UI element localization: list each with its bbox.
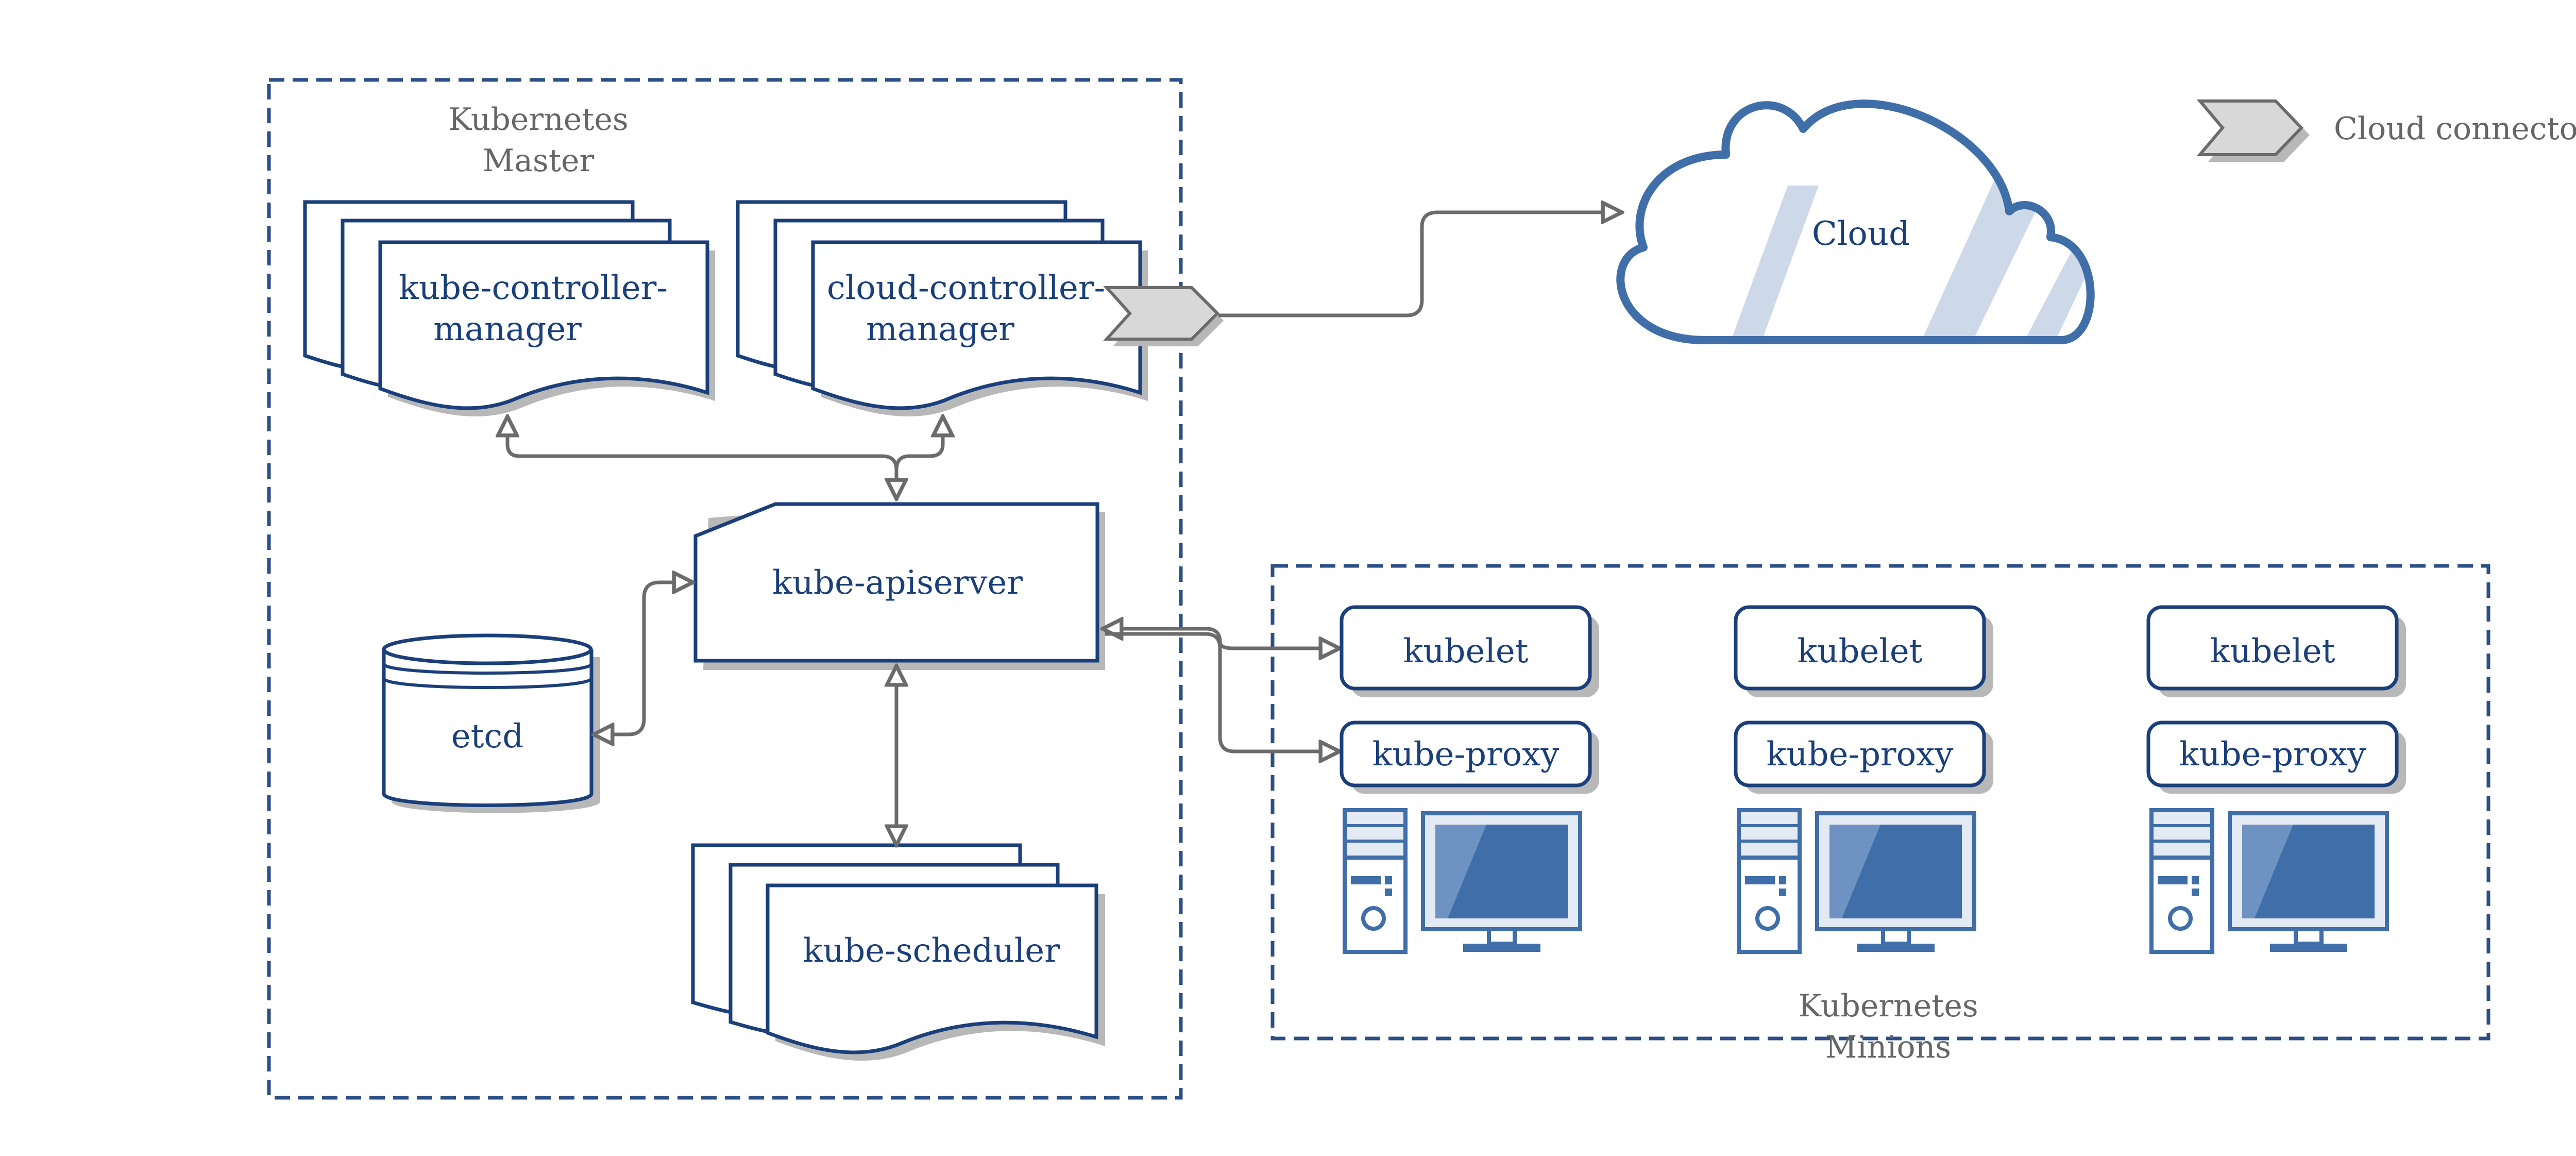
- kube-scheduler: kube-scheduler: [691, 843, 1105, 1061]
- kube-proxy-label-3: kube-proxy: [2179, 735, 2366, 774]
- kube-apiserver-label: kube-apiserver: [772, 564, 1023, 602]
- minions-caption-line2: Minions: [1825, 1029, 1951, 1065]
- minion-connectors: [1103, 629, 1340, 751]
- minion-node-1: kubelet kube-proxy: [1340, 605, 1599, 954]
- kube-controller-manager-label-1: kube-controller-: [399, 269, 668, 307]
- kubelet-label-3: kubelet: [2210, 632, 2335, 671]
- kube-apiserver: kube-apiserver: [693, 502, 1105, 670]
- minion-node-2: kubelet kube-proxy: [1734, 605, 1993, 954]
- minion-node-3: kubelet kube-proxy: [2146, 605, 2406, 954]
- etcd-label: etcd: [451, 717, 523, 756]
- cloud-controller-manager: cloud-controller- manager: [736, 200, 1148, 416]
- kube-proxy-label-1: kube-proxy: [1372, 735, 1560, 774]
- legend-label: Cloud connector: [2334, 111, 2576, 147]
- cloud-connector-icon: [2196, 99, 2310, 162]
- minions-caption-line1: Kubernetes: [1798, 988, 1978, 1024]
- master-caption-line2: Master: [483, 143, 595, 179]
- cloud-controller-manager-label-2: manager: [866, 310, 1014, 348]
- cloud-icon: Cloud: [1616, 99, 2095, 344]
- kubelet-label-1: kubelet: [1403, 632, 1529, 671]
- minions-frame: [1270, 564, 2490, 1041]
- kube-scheduler-label: kube-scheduler: [803, 932, 1060, 970]
- computer-icon: [1343, 808, 1582, 954]
- cloud-link-arrow: [1218, 212, 1622, 317]
- computer-icon: [1737, 808, 1976, 954]
- cloud-label: Cloud: [1812, 215, 1910, 253]
- kube-controller-manager: kube-controller- manager: [303, 200, 715, 416]
- computer-icon: [2149, 808, 2389, 954]
- kubelet-label-2: kubelet: [1798, 632, 1923, 671]
- cloud-controller-manager-label-1: cloud-controller-: [827, 269, 1105, 307]
- legend: Cloud connector: [2196, 99, 2576, 162]
- etcd: etcd: [382, 633, 600, 813]
- cloud-connector-on-ccm: [1103, 286, 1224, 346]
- master-caption-line1: Kubernetes: [448, 102, 628, 138]
- kube-controller-manager-label-2: manager: [433, 310, 582, 348]
- master-connectors: [507, 416, 943, 845]
- master-frame: [267, 78, 1183, 1100]
- kube-proxy-label-2: kube-proxy: [1767, 735, 1954, 774]
